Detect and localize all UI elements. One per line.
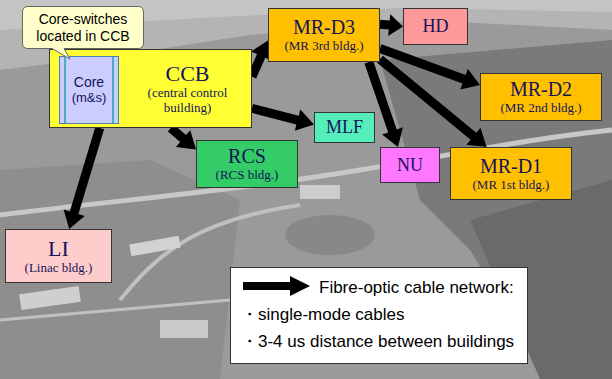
fibre-link-arrow bbox=[380, 14, 403, 36]
text-group: MR-D3(MR 3rd bldg.) bbox=[284, 16, 363, 54]
text-group: MLF bbox=[326, 117, 363, 138]
building-box: CCB(central control building) Core(m&s) bbox=[49, 49, 252, 128]
fibre-link-arrow bbox=[64, 127, 105, 229]
node-title: MR-D2 bbox=[510, 78, 572, 101]
building-box: MR-D1(MR 1st bldg.) bbox=[450, 147, 572, 200]
node-subtitle: (Linac bldg.) bbox=[25, 261, 93, 276]
node-subtitle: ・single-mode cables bbox=[241, 301, 404, 328]
node-subtitle: (MR 1st bldg.) bbox=[473, 178, 550, 193]
node-title: HD bbox=[423, 16, 449, 37]
node-subtitle: (MR 2nd bldg.) bbox=[500, 101, 581, 116]
node-title: MLF bbox=[326, 117, 363, 138]
fibre-link-arrow bbox=[168, 125, 196, 150]
node-title: CCB bbox=[165, 61, 209, 86]
text-group: MR-D2(MR 2nd bldg.) bbox=[500, 78, 581, 116]
node-title: MR-D3 bbox=[293, 16, 355, 39]
text-group: Fibre-optic cable network:・single-mode c… bbox=[241, 274, 514, 355]
text-group: LI(Linac bldg.) bbox=[25, 236, 93, 276]
text-group: NU bbox=[397, 155, 423, 176]
fibre-link-arrow bbox=[377, 56, 487, 147]
building-box: MR-D2(MR 2nd bldg.) bbox=[480, 73, 602, 121]
node-title: Fibre-optic cable network: bbox=[319, 274, 514, 301]
node-subtitle: (central control building) bbox=[132, 86, 244, 116]
text-group: Core-switches located in CCB bbox=[28, 11, 138, 43]
text-group: HD bbox=[423, 16, 449, 37]
node-title: NU bbox=[397, 155, 423, 176]
node-title: Core-switches located in CCB bbox=[28, 11, 138, 43]
building-box: MLF bbox=[314, 112, 375, 143]
fibre-link-arrow bbox=[251, 104, 314, 131]
core-switch-box: Core(m&s) bbox=[59, 56, 119, 124]
node-title: RCS bbox=[228, 145, 266, 168]
building-box: NU bbox=[380, 147, 440, 183]
node-title: LI bbox=[48, 236, 69, 261]
text-group: MR-D1(MR 1st bldg.) bbox=[473, 155, 550, 193]
building-box: LI(Linac bldg.) bbox=[5, 229, 112, 283]
node-subtitle: (m&s) bbox=[72, 91, 107, 106]
node-subtitle: ・3-4 us distance between buildings bbox=[241, 328, 514, 355]
node-title: Core bbox=[74, 74, 104, 90]
node-subtitle: (MR 3rd bldg.) bbox=[284, 39, 363, 54]
text-group: RCS(RCS bldg.) bbox=[216, 145, 279, 183]
node-subtitle: (RCS bldg.) bbox=[216, 168, 279, 183]
building-box: HD bbox=[403, 8, 468, 45]
building-box: MR-D3(MR 3rd bldg.) bbox=[268, 8, 380, 62]
building-box: RCS(RCS bldg.) bbox=[196, 140, 298, 188]
text-group: Core(m&s) bbox=[72, 74, 107, 105]
text-group: CCB(central control building) bbox=[132, 61, 244, 116]
node-title: MR-D1 bbox=[480, 155, 542, 178]
callout-bubble: Core-switches located in CCB bbox=[22, 6, 144, 49]
legend-box: Fibre-optic cable network:・single-mode c… bbox=[230, 267, 528, 364]
